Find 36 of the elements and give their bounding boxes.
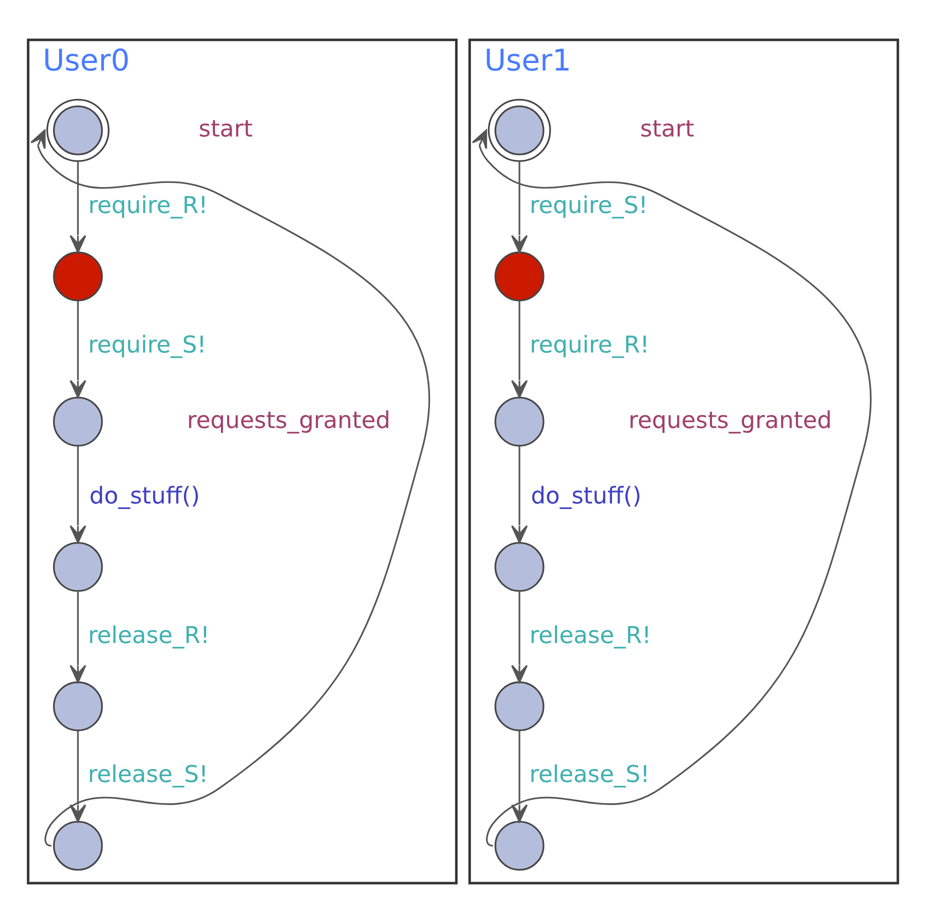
edge-label: require_R! [530,331,650,358]
arrow [511,162,528,254]
edge-label: release_R! [88,622,210,649]
edge-label: require_S! [88,331,206,358]
node-circle [53,820,103,871]
arrow [511,730,528,822]
arrow [70,591,86,683]
edge-label: do_stuff() [530,482,642,510]
node-label: start [640,116,694,143]
node-label: requests_granted [187,406,390,434]
edge-label: require_S! [530,192,648,219]
arrow [511,446,528,544]
arrow [511,591,528,683]
node-circle [494,542,544,592]
edge-label: release_S! [88,761,208,788]
node-circle [53,542,103,592]
edge-label: release_R! [529,622,652,649]
node-circle [53,252,103,302]
node-circle [494,252,544,302]
node-circle [53,681,103,732]
node-circle [494,681,544,732]
arrow [70,446,86,544]
node-label: requests_granted [628,406,832,434]
arrow [70,730,86,822]
node-circle [488,98,551,162]
node-circle [494,396,544,447]
arrow [70,162,86,254]
node-circle [53,396,103,447]
node-circle [494,820,544,871]
arrow [70,300,86,398]
edge-label: do_stuff() [89,482,200,510]
edge-label: release_S! [529,761,650,788]
node-circle [46,98,110,162]
arrow [511,300,528,398]
node-label: start [198,116,253,143]
edge-label: require_R! [88,192,208,219]
